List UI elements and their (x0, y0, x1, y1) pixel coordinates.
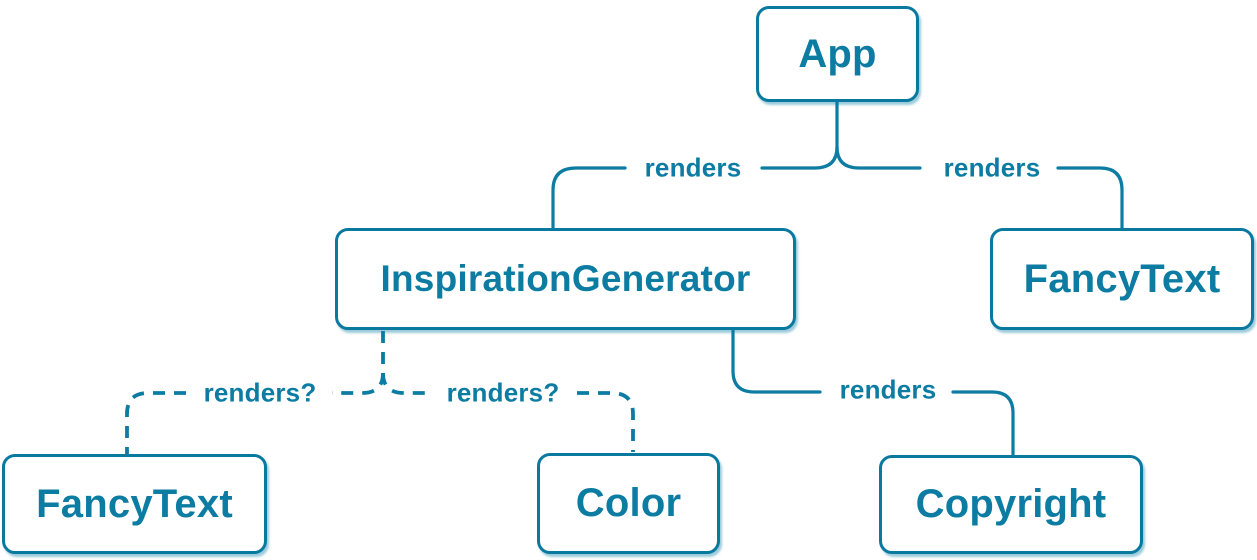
edge-label-inspiration-generator-color: renders? (446, 377, 560, 408)
edge-label-app-inspiration-generator: renders (644, 152, 742, 183)
node-fancy-text-bottom: FancyText (2, 454, 267, 554)
node-app: App (756, 6, 919, 102)
edge-label-app-fancy-text: renders (943, 152, 1041, 183)
edge-label-inspiration-generator-copyright: renders (839, 374, 937, 405)
node-fancy-text-top: FancyText (990, 228, 1254, 330)
node-color: Color (537, 453, 720, 554)
edge-label-inspiration-generator-fancy-text: renders? (203, 377, 317, 408)
node-inspiration-generator: InspirationGenerator (335, 228, 796, 330)
node-copyright: Copyright (879, 455, 1143, 554)
